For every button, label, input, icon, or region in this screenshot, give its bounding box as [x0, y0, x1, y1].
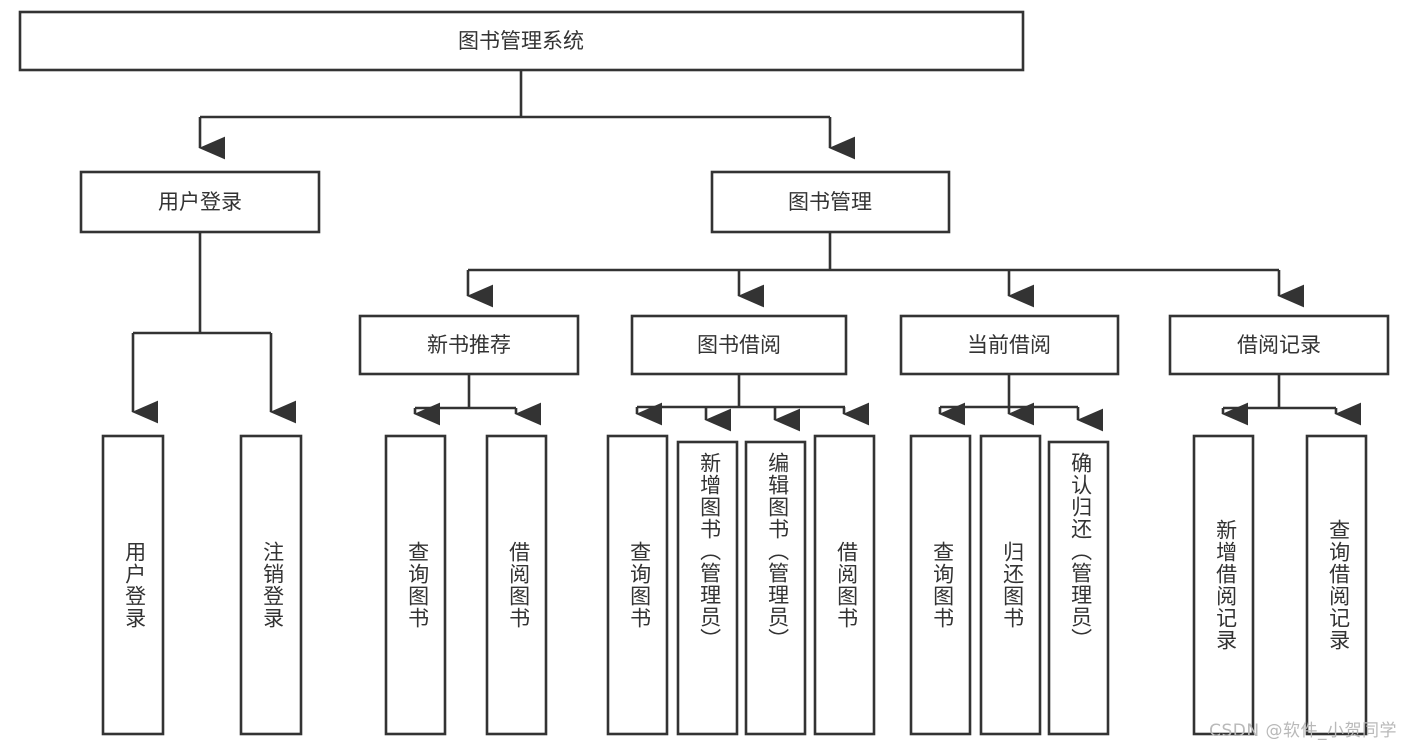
node-book-borrow-box[interactable]: [630, 314, 848, 376]
node-leaf-borrow-book-2-box[interactable]: [813, 434, 876, 736]
node-current-borrow-box[interactable]: [899, 314, 1120, 376]
node-leaf-return-book-box[interactable]: [979, 434, 1042, 736]
node-leaf-add-record-box[interactable]: [1192, 434, 1255, 736]
node-leaf-query-book-1-box[interactable]: [384, 434, 447, 736]
node-borrow-record-box[interactable]: [1168, 314, 1390, 376]
node-leaf-query-book-2-box[interactable]: [606, 434, 669, 736]
node-leaf-logout-login-box[interactable]: [239, 434, 303, 736]
node-book-manage-box[interactable]: [710, 170, 951, 234]
node-leaf-confirm-return-box[interactable]: [1047, 440, 1110, 736]
node-current-borrow-label: 当前借阅: [967, 333, 1051, 357]
node-leaf-user-login-box[interactable]: [101, 434, 165, 736]
node-root-box[interactable]: [18, 10, 1025, 72]
node-new-book-recommend-label: 新书推荐: [427, 333, 511, 357]
node-user-login-label: 用户登录: [158, 190, 242, 214]
node-leaf-query-book-3-box[interactable]: [909, 434, 972, 736]
node-root-label: 图书管理系统: [458, 29, 584, 53]
node-leaf-borrow-book-1-box[interactable]: [485, 434, 548, 736]
node-leaf-edit-book-box[interactable]: [744, 440, 807, 736]
node-leaf-query-record-box[interactable]: [1305, 434, 1368, 736]
node-book-borrow-label: 图书借阅: [697, 333, 781, 357]
node-borrow-record-label: 借阅记录: [1237, 333, 1321, 357]
node-new-book-recommend-box[interactable]: [358, 314, 580, 376]
node-book-manage-label: 图书管理: [788, 190, 872, 214]
watermark-text: CSDN @软件_小贺同学: [1209, 721, 1397, 741]
node-leaf-add-book-box[interactable]: [676, 440, 739, 736]
